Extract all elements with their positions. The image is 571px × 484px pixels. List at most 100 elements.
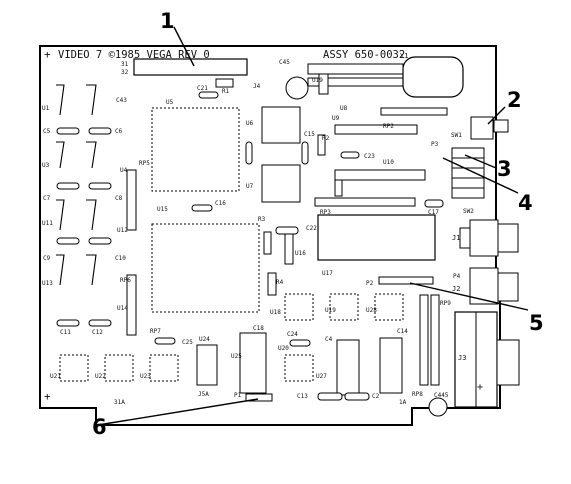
resistor-r1 bbox=[215, 78, 234, 88]
svg-text:RP2: RP2 bbox=[383, 123, 394, 130]
callout-2: 2 bbox=[507, 88, 522, 112]
svg-text:C18: C18 bbox=[253, 325, 264, 332]
svg-text:C11: C11 bbox=[60, 329, 71, 336]
connector-j3 bbox=[454, 311, 520, 408]
chip-u10 bbox=[334, 169, 426, 181]
svg-text:U7: U7 bbox=[246, 183, 254, 190]
svg-text:1A: 1A bbox=[399, 399, 407, 406]
svg-text:R4: R4 bbox=[276, 279, 284, 286]
crystal-y1 bbox=[402, 56, 464, 98]
svg-text:U16: U16 bbox=[295, 250, 306, 257]
svg-text:R1: R1 bbox=[222, 88, 230, 95]
svg-text:U18: U18 bbox=[270, 309, 281, 316]
resistor-pack-rp3 bbox=[314, 197, 416, 207]
board-assy: ASSY 650-0032 bbox=[323, 49, 405, 61]
svg-text:U20: U20 bbox=[278, 345, 289, 352]
svg-text:C16: C16 bbox=[215, 200, 226, 207]
svg-text:U5: U5 bbox=[166, 99, 174, 106]
label-y1: Y1 bbox=[400, 52, 408, 60]
cap-c23 bbox=[340, 151, 360, 159]
svg-text:U14: U14 bbox=[117, 305, 128, 312]
switch-sw1-lever bbox=[493, 119, 509, 133]
svg-text:RP9: RP9 bbox=[440, 300, 451, 307]
cap-c4 bbox=[336, 339, 360, 396]
cap-c13-a bbox=[317, 392, 343, 401]
svg-text:C6: C6 bbox=[115, 128, 123, 135]
svg-text:J4: J4 bbox=[253, 83, 261, 90]
svg-text:U22: U22 bbox=[95, 373, 106, 380]
svg-text:C23: C23 bbox=[364, 153, 375, 160]
corner-plus-top: + bbox=[44, 48, 51, 61]
chip-large-center bbox=[317, 214, 436, 261]
svg-text:31A: 31A bbox=[114, 399, 125, 406]
svg-text:P4: P4 bbox=[453, 273, 461, 280]
svg-text:U1: U1 bbox=[42, 105, 50, 112]
connector-j2 bbox=[469, 267, 519, 305]
chip-u21 bbox=[59, 354, 89, 382]
chip-u9 bbox=[334, 124, 418, 135]
svg-text:J5A: J5A bbox=[198, 391, 209, 398]
svg-text:U19: U19 bbox=[325, 307, 336, 314]
svg-text:U27: U27 bbox=[316, 373, 327, 380]
callout-5: 5 bbox=[529, 311, 544, 335]
svg-text:U28: U28 bbox=[366, 307, 377, 314]
svg-text:RP6: RP6 bbox=[120, 277, 131, 284]
callout-4: 4 bbox=[518, 191, 533, 215]
chip-u22 bbox=[104, 354, 134, 382]
svg-text:U25: U25 bbox=[231, 353, 242, 360]
expansion-connector-top: 31 32 J4 bbox=[121, 58, 261, 90]
svg-text:J1: J1 bbox=[452, 234, 460, 242]
chip-u7 bbox=[261, 164, 301, 203]
chip-u25 bbox=[239, 332, 267, 394]
resistor-r4 bbox=[267, 272, 277, 296]
svg-text:C8: C8 bbox=[115, 195, 123, 202]
chip-u27 bbox=[284, 354, 314, 382]
svg-text:C25: C25 bbox=[182, 339, 193, 346]
svg-text:C2: C2 bbox=[372, 393, 380, 400]
callout-leaders bbox=[97, 26, 529, 426]
cap-c17 bbox=[424, 199, 444, 208]
cap-c20 bbox=[245, 141, 253, 165]
svg-text:C7: C7 bbox=[43, 195, 51, 202]
cap-c15 bbox=[301, 141, 309, 165]
svg-text:C45: C45 bbox=[279, 59, 290, 66]
chip-u19b bbox=[329, 293, 359, 321]
callout-3: 3 bbox=[497, 157, 512, 181]
svg-text:C24: C24 bbox=[287, 331, 298, 338]
svg-text:C14: C14 bbox=[397, 328, 408, 335]
svg-text:U24: U24 bbox=[199, 336, 210, 343]
chip-u15 bbox=[151, 223, 260, 313]
resistor-pack-u14 bbox=[126, 274, 137, 336]
svg-text:C4: C4 bbox=[325, 336, 333, 343]
svg-text:C22: C22 bbox=[306, 225, 317, 232]
svg-text:32: 32 bbox=[121, 69, 129, 76]
cap-c22 bbox=[275, 226, 299, 235]
resistor-pack-rp9-b bbox=[430, 294, 440, 386]
cap-c16 bbox=[191, 204, 213, 212]
svg-text:C43: C43 bbox=[116, 97, 127, 104]
chip-u23 bbox=[149, 354, 179, 382]
chip-u24 bbox=[196, 344, 218, 386]
svg-text:U3: U3 bbox=[42, 162, 50, 169]
svg-text:U21: U21 bbox=[50, 373, 61, 380]
svg-text:U19: U19 bbox=[312, 77, 323, 84]
svg-text:RP7: RP7 bbox=[150, 328, 161, 335]
memory-chip-array-left: U1 U3 U11 U13 C5 C6 C7 C8 C9 C10 C11 C12… bbox=[42, 84, 127, 336]
resistor-rp3 bbox=[334, 179, 343, 197]
resistor-pack-u12 bbox=[126, 169, 137, 231]
chip-u5 bbox=[151, 107, 240, 192]
cap-c13-b bbox=[344, 392, 370, 401]
svg-text:C445: C445 bbox=[434, 392, 449, 399]
svg-text:C17: C17 bbox=[428, 209, 439, 216]
svg-text:U15: U15 bbox=[157, 206, 168, 213]
resistor-r2 bbox=[317, 134, 326, 156]
svg-text:C5: C5 bbox=[43, 128, 51, 135]
svg-text:R2: R2 bbox=[322, 135, 330, 142]
svg-text:31: 31 bbox=[121, 61, 129, 68]
component-c445 bbox=[428, 397, 448, 417]
svg-text:C9: C9 bbox=[43, 255, 51, 262]
svg-text:P2: P2 bbox=[366, 280, 374, 287]
header-p1 bbox=[245, 393, 273, 402]
svg-text:SW2: SW2 bbox=[463, 208, 474, 215]
svg-text:U8: U8 bbox=[340, 105, 348, 112]
